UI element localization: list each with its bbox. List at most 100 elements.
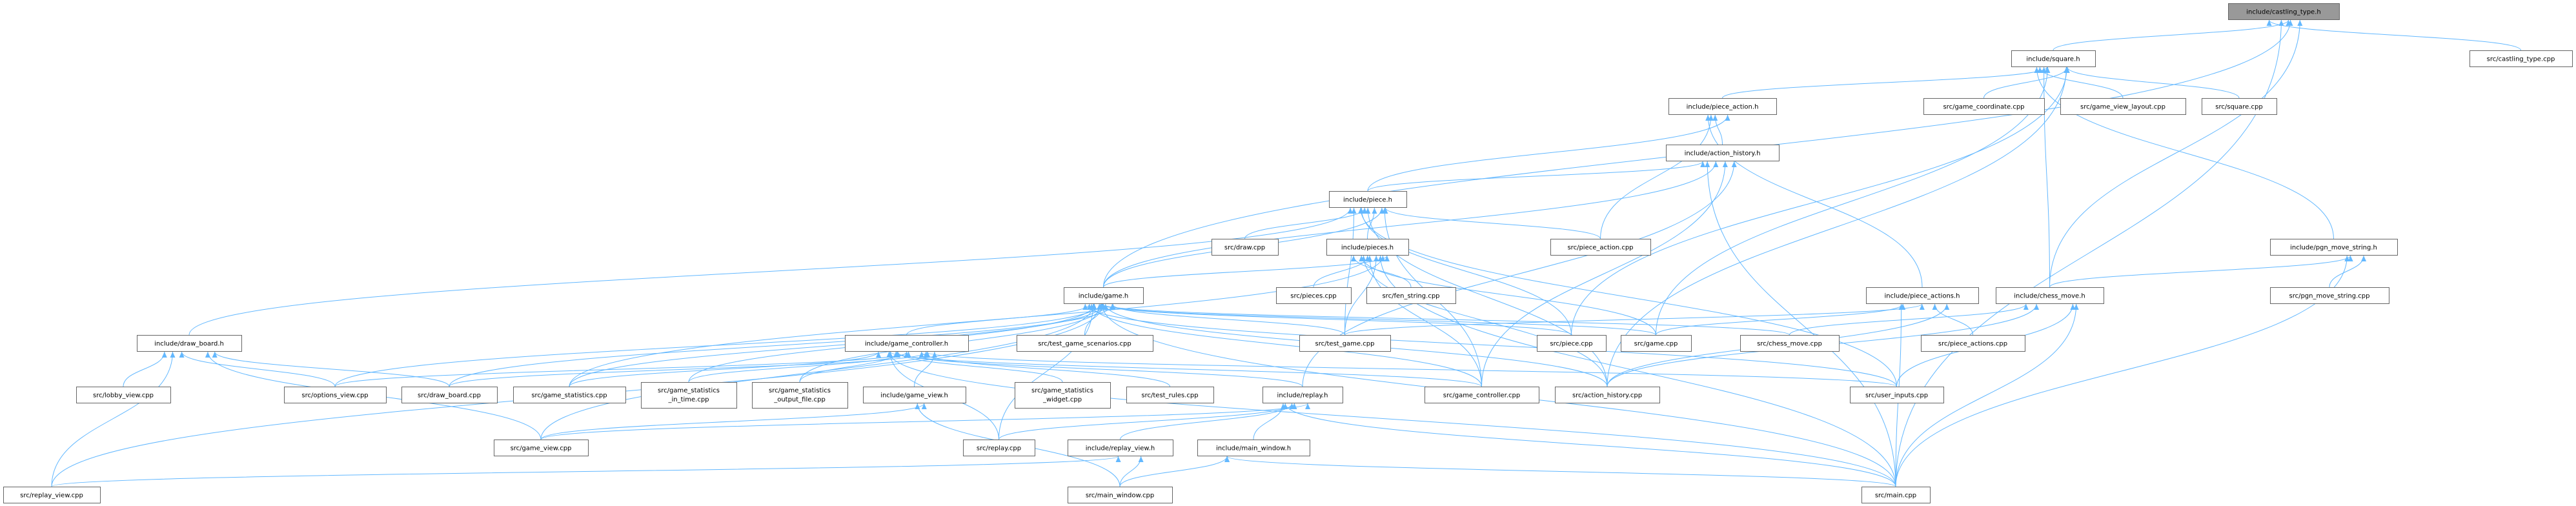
edge-src-main-window-cpp-to-include-main-window-h xyxy=(1120,456,1227,487)
edge-src-test-game-cpp-to-include-game-h xyxy=(1112,304,1344,335)
node-label: src/pgn_move_string.cpp xyxy=(2289,293,2369,300)
node-src-main-window-cpp[interactable]: src/main_window.cpp xyxy=(1068,487,1173,503)
node-src-game-controller-cpp[interactable]: src/game_controller.cpp xyxy=(1425,387,1539,403)
node-box xyxy=(642,383,737,409)
edge-src-game-view-layout-cpp-to-include-square-h xyxy=(2040,67,2123,98)
node-label: src/draw.cpp xyxy=(1224,245,1265,252)
edge-src-game-view-cpp-to-include-replay-h xyxy=(541,403,1308,440)
edge-include-chess-move-h-to-include-pgn-move-string-h xyxy=(2050,256,2351,287)
node-include-game-controller-h[interactable]: include/game_controller.h xyxy=(846,336,969,352)
node-label: src/piece_action.cpp xyxy=(1567,245,1633,252)
node-src-game-view-cpp[interactable]: src/game_view.cpp xyxy=(494,440,589,456)
edge-src-user-inputs-cpp-to-include-game-controller-h xyxy=(926,352,1897,387)
node-include-pgn-move-string-h[interactable]: include/pgn_move_string.h xyxy=(2271,239,2398,256)
node-label: _in_time.cpp xyxy=(667,396,709,403)
node-box xyxy=(753,383,848,409)
edge-include-game-h-to-include-action-history-h xyxy=(1104,161,1716,287)
edge-include-game-h-to-include-pieces-h xyxy=(1104,256,1387,287)
node-label: src/piece_actions.cpp xyxy=(1938,341,2007,348)
node-include-pieces-h[interactable]: include/pieces.h xyxy=(1327,239,1409,256)
node-src-piece-action-cpp[interactable]: src/piece_action.cpp xyxy=(1551,239,1651,256)
edge-src-chess-move-cpp-to-include-game-h xyxy=(1102,304,1789,335)
edges-layer xyxy=(52,20,2521,487)
edge-src-piece-action-cpp-to-include-piece-action-h xyxy=(1601,115,1711,239)
edge-include-square-h-to-include-castling-type-h xyxy=(2053,20,2289,50)
node-src-square-cpp[interactable]: src/square.cpp xyxy=(2202,99,2277,115)
node-src-game-statistics-output-file-cpp[interactable]: src/game_statistics_output_file.cpp xyxy=(753,383,848,409)
node-src-game-view-layout-cpp[interactable]: src/game_view_layout.cpp xyxy=(2061,99,2186,115)
node-src-game-statistics-cpp[interactable]: src/game_statistics.cpp xyxy=(514,387,626,403)
edge-include-pgn-move-string-h-to-include-square-h xyxy=(2036,67,2333,239)
edge-src-options-view-cpp-to-include-game-h xyxy=(335,304,1100,387)
node-src-options-view-cpp[interactable]: src/options_view.cpp xyxy=(285,387,387,403)
node-include-action-history-h[interactable]: include/action_history.h xyxy=(1667,145,1780,161)
edge-src-game-cpp-to-include-game-h xyxy=(1100,304,1656,335)
node-label: src/test_rules.cpp xyxy=(1141,392,1198,400)
node-src-game-cpp[interactable]: src/game.cpp xyxy=(1621,336,1692,352)
node-src-game-statistics-in-time-cpp[interactable]: src/game_statistics_in_time.cpp xyxy=(642,383,737,409)
node-include-replay-h[interactable]: include/replay.h xyxy=(1263,387,1343,403)
node-label: include/game.h xyxy=(1079,293,1129,300)
edge-src-options-view-cpp-to-include-draw-board-h xyxy=(182,352,335,387)
node-src-fen-string-cpp[interactable]: src/fen_string.cpp xyxy=(1367,288,1456,304)
node-include-game-h[interactable]: include/game.h xyxy=(1064,288,1144,304)
node-label: src/user_inputs.cpp xyxy=(1865,392,1928,400)
edge-src-chess-move-cpp-to-include-chess-move-h xyxy=(1790,304,2026,335)
node-src-main-cpp[interactable]: src/main.cpp xyxy=(1862,487,1931,503)
node-label: src/game_statistics xyxy=(1031,387,1093,394)
nodes-layer: include/castling_type.h include/square.h s… xyxy=(4,4,2573,503)
node-src-user-inputs-cpp[interactable]: src/user_inputs.cpp xyxy=(1851,387,1944,403)
node-label: src/main_window.cpp xyxy=(1086,492,1154,500)
node-label: include/main_window.h xyxy=(1216,445,1291,452)
edge-include-pieces-h-to-include-piece-h xyxy=(1368,208,1375,239)
node-label: include/replay_view.h xyxy=(1086,445,1155,452)
node-src-pgn-move-string-cpp[interactable]: src/pgn_move_string.cpp xyxy=(2271,288,2389,304)
node-label: src/game_controller.cpp xyxy=(1443,392,1521,400)
node-include-draw-board-h[interactable]: include/draw_board.h xyxy=(137,336,242,352)
node-src-draw-board-cpp[interactable]: src/draw_board.cpp xyxy=(402,387,498,403)
node-src-test-rules-cpp[interactable]: src/test_rules.cpp xyxy=(1127,387,1214,403)
node-src-test-game-cpp[interactable]: src/test_game.cpp xyxy=(1300,336,1391,352)
node-src-game-statistics-widget-cpp[interactable]: src/game_statistics _widget.cpp xyxy=(1015,383,1111,409)
edge-src-test-game-cpp-to-include-piece-h xyxy=(1345,208,1354,335)
edge-src-game-cpp-to-include-piece-actions-h xyxy=(1656,304,1903,335)
node-label: _widget.cpp xyxy=(1042,396,1082,403)
node-include-piece-h[interactable]: include/piece.h xyxy=(1330,192,1407,208)
edge-src-replay-view-cpp-to-include-draw-board-h xyxy=(52,352,172,487)
node-src-piece-actions-cpp[interactable]: src/piece_actions.cpp xyxy=(1922,336,2025,352)
node-label: src/draw_board.cpp xyxy=(418,392,481,400)
node-include-piece-actions-h[interactable]: include/piece_actions.h xyxy=(1867,288,1979,304)
node-src-game-coordinate-cpp[interactable]: src/game_coordinate.cpp xyxy=(1924,99,2045,115)
node-label: src/chess_move.cpp xyxy=(1757,341,1822,348)
node-src-action-history-cpp[interactable]: src/action_history.cpp xyxy=(1556,387,1660,403)
node-src-chess-move-cpp[interactable]: src/chess_move.cpp xyxy=(1741,336,1840,352)
edge-include-piece-action-h-to-include-square-h xyxy=(1723,67,2047,98)
node-src-lobby-view-cpp[interactable]: src/lobby_view.cpp xyxy=(77,387,171,403)
node-src-piece-cpp[interactable]: src/piece.cpp xyxy=(1537,336,1607,352)
edge-src-piece-actions-cpp-to-include-piece-actions-h xyxy=(1935,304,1973,335)
edge-src-draw-cpp-to-include-piece-h xyxy=(1245,208,1365,239)
node-src-replay-view-cpp[interactable]: src/replay_view.cpp xyxy=(4,487,101,503)
node-src-replay-cpp[interactable]: src/replay.cpp xyxy=(964,440,1035,456)
node-include-chess-move-h[interactable]: include/chess_move.h xyxy=(1996,288,2104,304)
node-include-main-window-h[interactable]: include/main_window.h xyxy=(1198,440,1310,456)
edge-src-game-coordinate-cpp-to-include-square-h xyxy=(1984,67,2067,98)
node-include-game-view-h[interactable]: include/game_view.h xyxy=(864,387,966,403)
node-src-draw-cpp[interactable]: src/draw.cpp xyxy=(1212,239,1279,256)
edge-src-draw-board-cpp-to-include-draw-board-h xyxy=(215,352,449,387)
node-include-piece-action-h[interactable]: include/piece_action.h xyxy=(1669,99,1777,115)
edge-src-game-view-cpp-to-include-game-view-h xyxy=(541,403,924,440)
node-include-square-h[interactable]: include/square.h xyxy=(2012,51,2096,67)
edge-src-game-statistics-output-file-cpp-to-include-game-controller-h xyxy=(800,352,897,382)
node-src-pieces-cpp[interactable]: src/pieces.cpp xyxy=(1277,288,1352,304)
node-label: include/game_controller.h xyxy=(865,341,948,348)
node-src-test-game-scenarios-cpp[interactable]: src/test_game_scenarios.cpp xyxy=(1017,336,1153,352)
node-include-replay-view-h[interactable]: include/replay_view.h xyxy=(1068,440,1173,456)
edge-src-square-cpp-to-include-square-h xyxy=(2067,67,2239,98)
node-label: src/square.cpp xyxy=(2215,104,2262,111)
node-src-castling-type-cpp[interactable]: src/castling_type.cpp xyxy=(2470,51,2573,67)
node-label: src/game_view.cpp xyxy=(511,445,572,452)
node-include-castling-type-h[interactable]: include/castling_type.h xyxy=(2229,4,2340,20)
edge-src-main-cpp-to-include-game-controller-h xyxy=(889,352,1896,487)
